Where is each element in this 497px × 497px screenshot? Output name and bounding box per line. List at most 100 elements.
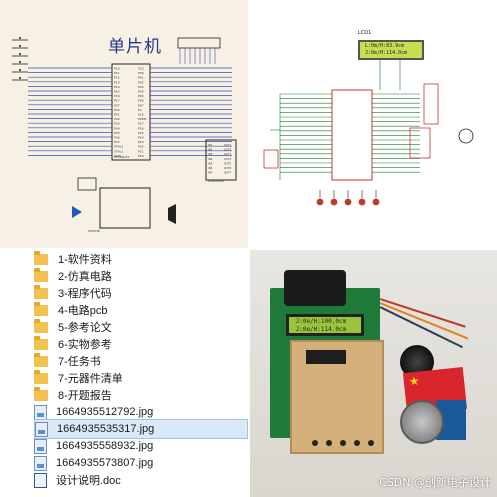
folder-icon [34, 250, 48, 265]
folder-icon [34, 386, 48, 401]
led-indicator [372, 198, 380, 206]
file-item[interactable]: 1664935573807.jpg [34, 453, 248, 473]
pin-label: P30 [114, 108, 120, 112]
folder-item[interactable]: 4-电路pcb [34, 300, 248, 320]
button-dot [19, 53, 21, 55]
pin-label: P03 [138, 85, 144, 89]
folder-item[interactable]: 7-任务书 [34, 351, 248, 371]
push-button [368, 440, 374, 446]
file-name: 1664935512792.jpg [56, 406, 154, 418]
lcd-line-1: J:0e/H:100.0cm [292, 318, 347, 325]
file-name: 2-仿真电路 [58, 271, 112, 283]
file-name: 1664935558932.jpg [56, 440, 154, 452]
pin-label: P05 [138, 94, 144, 98]
document-icon [34, 472, 47, 488]
file-name: 7-元器件清单 [58, 373, 123, 385]
folder-item[interactable]: 6-实物参考 [34, 334, 248, 354]
uln2003-outline [205, 139, 237, 181]
pin-label: P07 [138, 103, 144, 107]
motor-symbol [458, 128, 474, 144]
pin-label: P31 [114, 113, 120, 117]
mcu-schematic: P10P11P12P13P14P15P16P17RSTP30P31P32P33P… [12, 37, 237, 233]
button-dot [19, 61, 21, 63]
led-indicator [344, 198, 352, 206]
file-name: 6-实物参考 [58, 339, 112, 351]
pin-label: PSEN [138, 117, 146, 121]
folder-icon [34, 284, 48, 299]
pin-label: EA [138, 108, 143, 112]
pin-label: RST [114, 103, 120, 107]
uln-pin-label: OUT5 [224, 161, 232, 165]
folder-item[interactable]: 8-开题报告 [34, 385, 248, 405]
proteus-simulation-schematic [263, 60, 474, 206]
folder-icon [34, 352, 48, 367]
push-button [340, 440, 346, 446]
uln-pin-label: IN6 [208, 166, 213, 170]
hardware-photo: J:0e/H:100.0cm J:0e/H:114.0cm CSDN @创新电子… [250, 250, 497, 497]
led-indicator [316, 198, 324, 206]
resistor-network [423, 83, 439, 125]
pin-label: P33 [114, 122, 120, 126]
folder-item[interactable]: 5-参考论文 [34, 317, 248, 337]
file-item[interactable]: 1664935512792.jpg [34, 402, 248, 422]
pin-label: P14 [114, 85, 120, 89]
button-dot [19, 45, 21, 47]
lcd1602-display: J:0e/H:100.0cm J:0e/H:114.0cm [286, 314, 364, 336]
uln-pin-label: IN7 [208, 171, 213, 175]
uln-pin-label: IN3 [208, 152, 213, 156]
driver-chip [409, 127, 431, 159]
led-indicator [330, 198, 338, 206]
pin-label: P27 [138, 122, 144, 126]
schematic-panel-right: LCD1 L:0m/H:83.9cm J:0e/H:114.0cm [250, 0, 497, 248]
pin-label: P32 [114, 117, 120, 121]
pin-label: VCC [138, 67, 144, 71]
button-dot [19, 69, 21, 71]
file-name: 1-软件资料 [58, 254, 112, 266]
buzzer-icon [168, 204, 176, 224]
pin-label: P17 [114, 99, 120, 103]
file-name: 设计说明.doc [56, 475, 121, 487]
pin-label: P02 [138, 80, 144, 84]
uln-pin-label: OUT4 [224, 157, 232, 161]
uln-pin-label: OUT6 [224, 166, 232, 170]
csdn-watermark: CSDN @创新电子设计 [379, 476, 491, 489]
uln-pin-label: IN2 [208, 148, 213, 152]
uln-pin-label: OUT1 [224, 143, 232, 147]
folder-item[interactable]: 3-程序代码 [34, 283, 248, 303]
file-item[interactable]: 设计说明.doc [34, 470, 248, 490]
folder-icon [34, 301, 48, 316]
file-name: 3-程序代码 [58, 288, 112, 300]
pin-label: P20 [138, 154, 144, 158]
simulated-lcd-line-1: L:0m/H:83.9cm [362, 43, 405, 49]
pin-label: P12 [114, 76, 120, 80]
pin-label: GND [114, 154, 122, 158]
file-name: 1664935535317.jpg [57, 423, 155, 435]
file-item[interactable]: 1664935535317.jpg [34, 419, 248, 439]
simulated-lcd: L:0m/H:83.9cm J:0e/H:114.0cm [358, 40, 424, 60]
folder-item[interactable]: 7-元器件清单 [34, 368, 248, 388]
pin-label: P04 [138, 90, 144, 94]
pin-label: P00 [138, 71, 144, 75]
folder-item[interactable]: 1-软件资料 [34, 249, 248, 269]
pin-label: XTAL2 [114, 145, 123, 149]
led-indicator [358, 198, 366, 206]
pin-label: P34 [114, 126, 120, 130]
mcu-chip [306, 350, 346, 364]
pin-label: P26 [138, 126, 144, 130]
uln-pin-label: OUT7 [224, 171, 232, 175]
pin-label: P15 [114, 90, 120, 94]
folder-icon [34, 318, 48, 333]
pin-label: P37 [114, 140, 120, 144]
pin-label: P22 [138, 145, 144, 149]
pin-label: P13 [114, 80, 120, 84]
pin-label: P01 [138, 76, 144, 80]
file-name: 5-参考论文 [58, 322, 112, 334]
button-dot [19, 77, 21, 79]
file-name: 8-开题报告 [58, 390, 112, 402]
folder-item[interactable]: 2-仿真电路 [34, 266, 248, 286]
button-dot [19, 37, 21, 39]
file-item[interactable]: 1664935558932.jpg [34, 436, 248, 456]
resistor-network [177, 37, 221, 49]
mcu-chip-outline [111, 63, 151, 161]
